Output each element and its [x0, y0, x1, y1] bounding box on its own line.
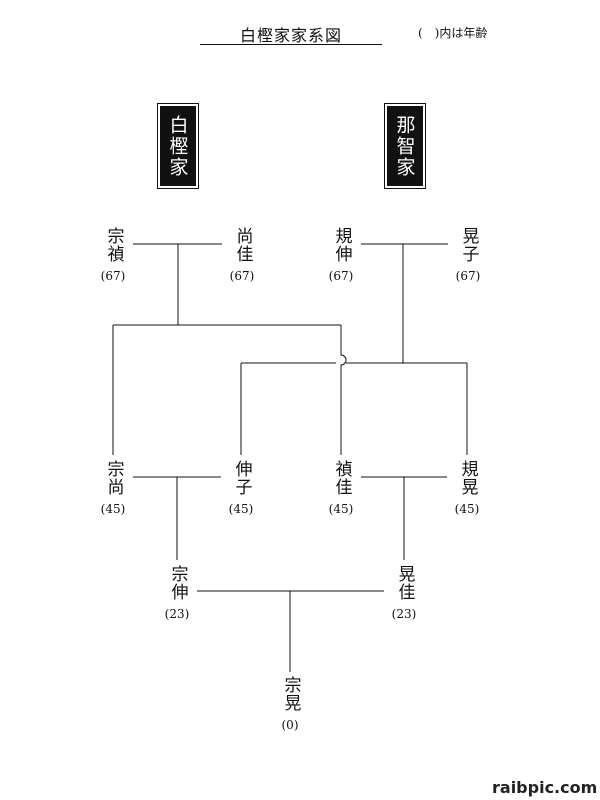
person-age: (67): [229, 269, 255, 283]
title-underline: [200, 44, 382, 45]
person-kishin: 規伸 (67): [321, 227, 361, 283]
person-name: 宗伸: [167, 565, 188, 601]
person-munenao: 宗尚 (45): [93, 460, 133, 516]
person-age: (0): [281, 718, 299, 732]
family-label-nachi: 那智家: [384, 103, 426, 189]
person-age: (45): [454, 502, 480, 516]
person-nobuko: 伸子 (45): [221, 460, 261, 516]
person-name: 禎佳: [331, 460, 352, 496]
person-teika: 禎佳 (45): [321, 460, 361, 516]
person-name: 宗晃: [280, 676, 301, 712]
person-age: (23): [164, 607, 190, 621]
family-label-shiragashi: 白樫家: [157, 103, 199, 189]
person-name: 伸子: [231, 460, 252, 496]
person-munenobu: 宗伸 (23): [157, 565, 197, 621]
person-age: (45): [100, 502, 126, 516]
person-naoka: 尚佳 (67): [222, 227, 262, 283]
person-name: 規晃: [457, 460, 478, 496]
family-label-shiragashi-text: 白樫家: [166, 114, 189, 178]
person-age: (23): [391, 607, 417, 621]
person-name: 宗尚: [103, 460, 124, 496]
person-kiko: 規晃 (45): [447, 460, 487, 516]
person-name: 宗禎: [103, 227, 124, 263]
person-age: (67): [328, 269, 354, 283]
person-age: (45): [328, 502, 354, 516]
person-akika: 晃佳 (23): [384, 565, 424, 621]
age-note: ( )内は年齢: [418, 26, 488, 40]
person-name: 規伸: [331, 227, 352, 263]
person-name: 晃佳: [394, 565, 415, 601]
person-sosei: 宗禎 (67): [93, 227, 133, 283]
page-title: 白樫家家系図: [239, 26, 342, 45]
person-age: (45): [228, 502, 254, 516]
person-akiko: 晃子 (67): [448, 227, 488, 283]
person-age: (67): [100, 269, 126, 283]
child-line-teika: [340, 325, 347, 455]
person-muneaki: 宗晃 (0): [270, 676, 310, 732]
watermark: raibpic.com: [492, 778, 598, 797]
person-name: 晃子: [458, 227, 479, 263]
family-label-nachi-text: 那智家: [393, 114, 416, 178]
person-age: (67): [455, 269, 481, 283]
person-name: 尚佳: [232, 227, 253, 263]
